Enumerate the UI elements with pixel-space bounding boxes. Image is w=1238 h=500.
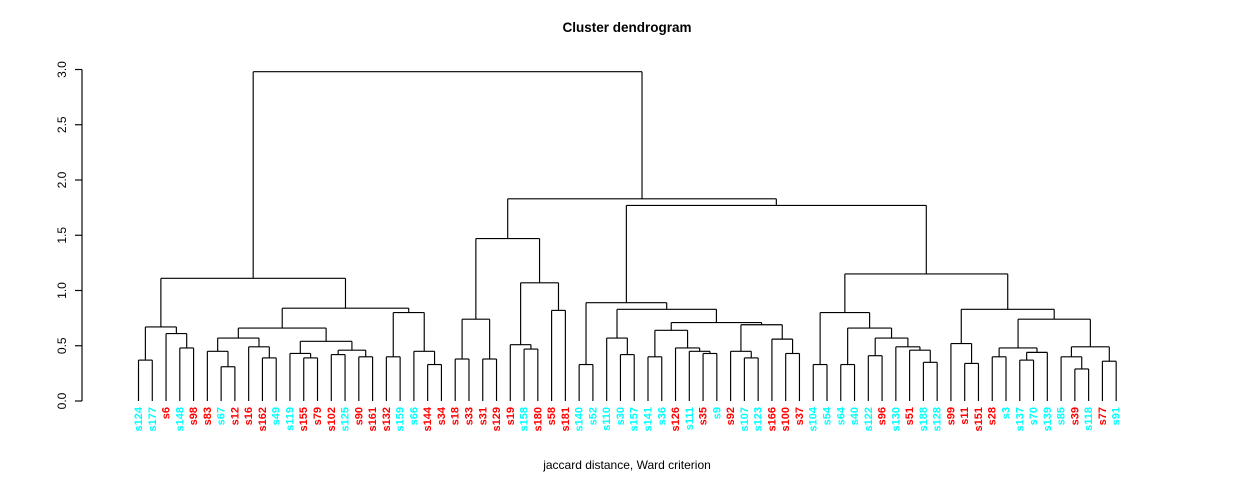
leaf-label: s11 xyxy=(959,407,971,425)
leaf-label: s85 xyxy=(1056,407,1068,425)
leaf-label: s188 xyxy=(918,407,930,431)
leaf-label: s123 xyxy=(753,407,765,431)
leaf-label: s119 xyxy=(284,407,296,431)
leaf-label: s137 xyxy=(1014,407,1026,431)
leaf-label: s66 xyxy=(408,407,420,425)
leaf-label: s151 xyxy=(973,407,985,431)
leaf-label: s18 xyxy=(450,407,462,425)
leaf-label: s6 xyxy=(161,407,173,419)
leaf-label: s181 xyxy=(560,407,572,431)
leaf-label: s33 xyxy=(463,407,475,425)
y-tick-label: 2.0 xyxy=(55,171,69,188)
leaf-label: s110 xyxy=(601,407,613,431)
leaf-label: s58 xyxy=(546,407,558,425)
leaf-label: s31 xyxy=(477,407,489,425)
leaf-label: s139 xyxy=(1042,407,1054,431)
leaf-label: s16 xyxy=(243,407,255,425)
leaf-label: s125 xyxy=(340,407,352,431)
leaf-label: s124 xyxy=(133,406,145,431)
leaf-label: s9 xyxy=(711,407,723,419)
leaf-label: s128 xyxy=(932,407,944,431)
leaf-label: s126 xyxy=(670,407,682,431)
leaf-label: s64 xyxy=(835,406,847,425)
leaf-label: s161 xyxy=(367,407,379,431)
leaf-label: s70 xyxy=(1028,407,1040,425)
leaf-label: s118 xyxy=(1083,407,1095,431)
leaf-label: s144 xyxy=(422,406,434,431)
leaf-label: s90 xyxy=(353,407,365,425)
leaf-label: s162 xyxy=(257,407,269,431)
leaf-label: s12 xyxy=(229,407,241,425)
leaf-label: s37 xyxy=(794,407,806,425)
leaf-label: s122 xyxy=(863,407,875,431)
leaf-label: s140 xyxy=(574,407,586,431)
leaf-label: s141 xyxy=(642,407,654,431)
leaf-label: s111 xyxy=(684,407,696,430)
leaf-label: s107 xyxy=(739,407,751,431)
leaf-label: s166 xyxy=(766,407,778,431)
leaf-label: s132 xyxy=(381,407,393,431)
y-tick-label: 0.5 xyxy=(55,337,69,354)
leaf-label: s158 xyxy=(519,407,531,431)
leaf-label: s96 xyxy=(877,407,889,425)
y-tick-label: 1.0 xyxy=(55,282,69,299)
leaf-label: s91 xyxy=(1111,407,1123,425)
leaf-label: s159 xyxy=(395,407,407,431)
leaf-label: s49 xyxy=(271,407,283,425)
leaf-label: s34 xyxy=(436,406,448,425)
leaf-label: s54 xyxy=(822,406,834,425)
leaf-label: s40 xyxy=(849,407,861,425)
leaf-label: s100 xyxy=(780,407,792,431)
y-tick-label: 2.5 xyxy=(55,116,69,133)
leaf-label: s19 xyxy=(505,407,517,425)
chart-subtitle: jaccard distance, Ward criterion xyxy=(543,458,711,472)
leaf-label: s104 xyxy=(808,406,820,431)
leaf-label: s36 xyxy=(656,407,668,425)
leaf-label: s83 xyxy=(202,407,214,425)
leaf-label: s130 xyxy=(890,407,902,431)
leaf-label: s77 xyxy=(1097,407,1109,425)
leaf-label: s157 xyxy=(629,407,641,431)
y-tick-label: 1.5 xyxy=(55,227,69,244)
leaf-label: s39 xyxy=(1069,407,1081,425)
leaf-label: s102 xyxy=(326,407,338,431)
leaf-label: s67 xyxy=(216,407,228,425)
leaf-label: s3 xyxy=(1001,407,1013,419)
leaf-label: s129 xyxy=(491,407,503,431)
leaf-label: s51 xyxy=(904,407,916,425)
leaf-label: s35 xyxy=(698,407,710,425)
y-tick-label: 0.0 xyxy=(55,392,69,409)
leaf-label: s79 xyxy=(312,407,324,425)
leaf-label: s99 xyxy=(945,407,957,425)
leaf-label: s30 xyxy=(615,407,627,425)
chart-title: Cluster dendrogram xyxy=(562,20,692,35)
leaf-label: s92 xyxy=(725,407,737,425)
leaf-label: s52 xyxy=(587,407,599,425)
leaf-label: s148 xyxy=(174,407,186,431)
leaf-label: s155 xyxy=(298,407,310,431)
leaf-label: s180 xyxy=(532,407,544,431)
leaf-label: s98 xyxy=(188,407,200,425)
y-tick-label: 3.0 xyxy=(55,61,69,78)
leaf-label: s28 xyxy=(987,407,999,425)
leaf-label: s177 xyxy=(147,407,159,431)
